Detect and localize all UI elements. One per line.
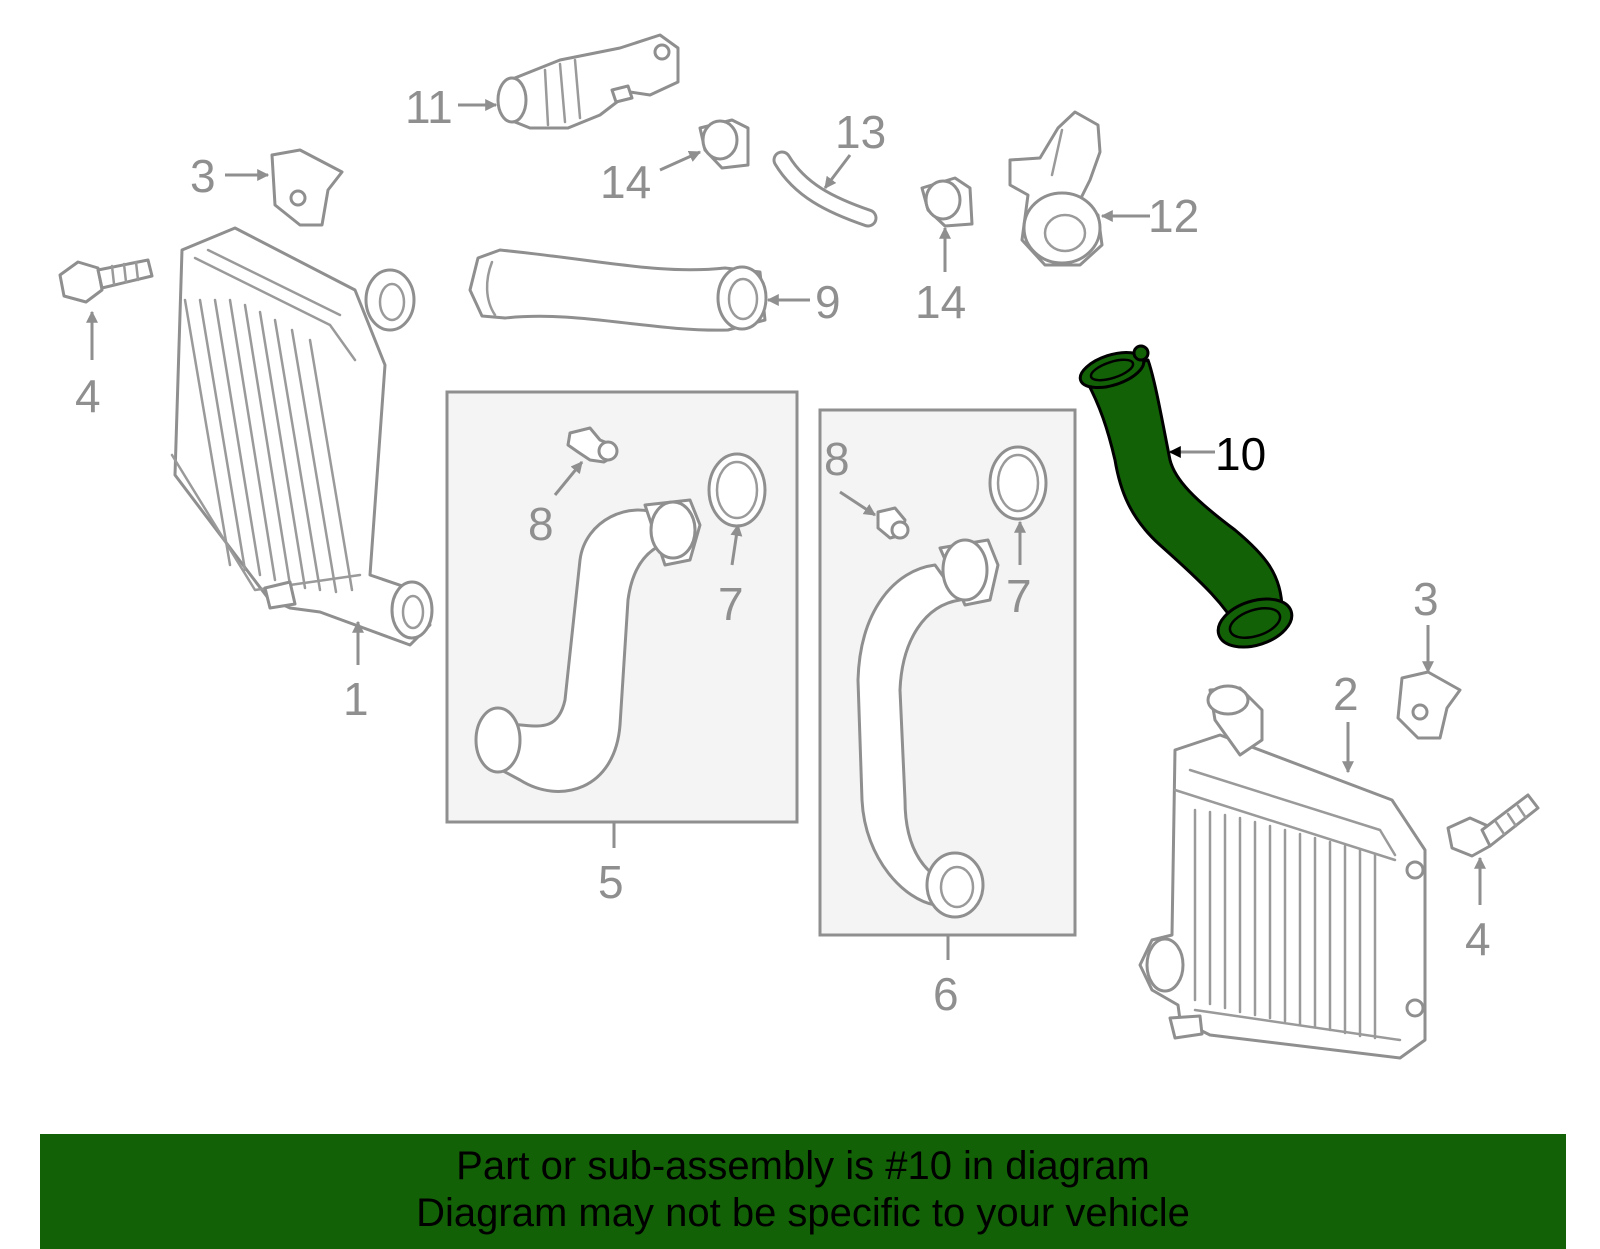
callout-10: 10	[1215, 428, 1266, 480]
part-7-seal-ring-b	[988, 445, 1048, 521]
part-2-intercooler-right	[1138, 684, 1427, 1060]
part-14-clamp-b	[920, 176, 974, 228]
callout-3-left: 3	[190, 150, 216, 202]
callout-14-a: 14	[600, 156, 651, 208]
part-12-elbow-connector	[1008, 110, 1104, 267]
part-8-clip-a	[566, 426, 619, 464]
part-6-hose	[856, 538, 1000, 919]
info-banner: Part or sub-assembly is #10 in diagram D…	[40, 1134, 1566, 1249]
callout-6: 6	[933, 968, 959, 1020]
callout-3-right: 3	[1413, 573, 1439, 625]
banner-line-disclaimer: Diagram may not be specific to your vehi…	[416, 1191, 1190, 1235]
callout-4-left: 4	[75, 370, 101, 422]
part-14-clamp-a	[698, 118, 750, 170]
callout-2: 2	[1333, 668, 1359, 720]
leader-13	[823, 154, 852, 189]
part-5-hose	[474, 498, 702, 793]
part-4-bolt-right	[1446, 793, 1540, 858]
banner-line-part: Part or sub-assembly is #10 in diagram	[456, 1144, 1150, 1188]
callout-8-a: 8	[528, 498, 554, 550]
callout-4-right: 4	[1465, 913, 1491, 965]
callout-11: 11	[405, 81, 453, 133]
leader-8a	[553, 461, 584, 496]
part-9-pipe	[468, 248, 768, 332]
callout-7-a: 7	[718, 578, 744, 630]
part-8-clip-b	[876, 506, 910, 540]
callout-7-b: 7	[1006, 570, 1032, 622]
part-7-seal-ring-a	[707, 452, 767, 528]
callout-5: 5	[598, 856, 624, 908]
callout-9: 9	[815, 276, 841, 328]
callout-1: 1	[343, 673, 369, 725]
callout-8-b: 8	[824, 433, 850, 485]
callout-12: 12	[1148, 190, 1199, 242]
leader-14a	[659, 150, 702, 172]
callout-14-b: 14	[915, 276, 966, 328]
part-13-small-hose	[772, 150, 878, 228]
part-11-valve-housing	[496, 33, 680, 130]
part-3-bracket-left	[270, 148, 344, 227]
leader-8b	[839, 490, 877, 517]
part-4-bolt-left	[58, 258, 154, 304]
callout-13: 13	[835, 106, 886, 158]
leader-7a	[730, 523, 743, 566]
part-3-bracket-right	[1396, 670, 1462, 740]
part-10-intake-hose-highlighted	[1078, 344, 1294, 649]
part-1-intercooler-left	[170, 226, 434, 647]
